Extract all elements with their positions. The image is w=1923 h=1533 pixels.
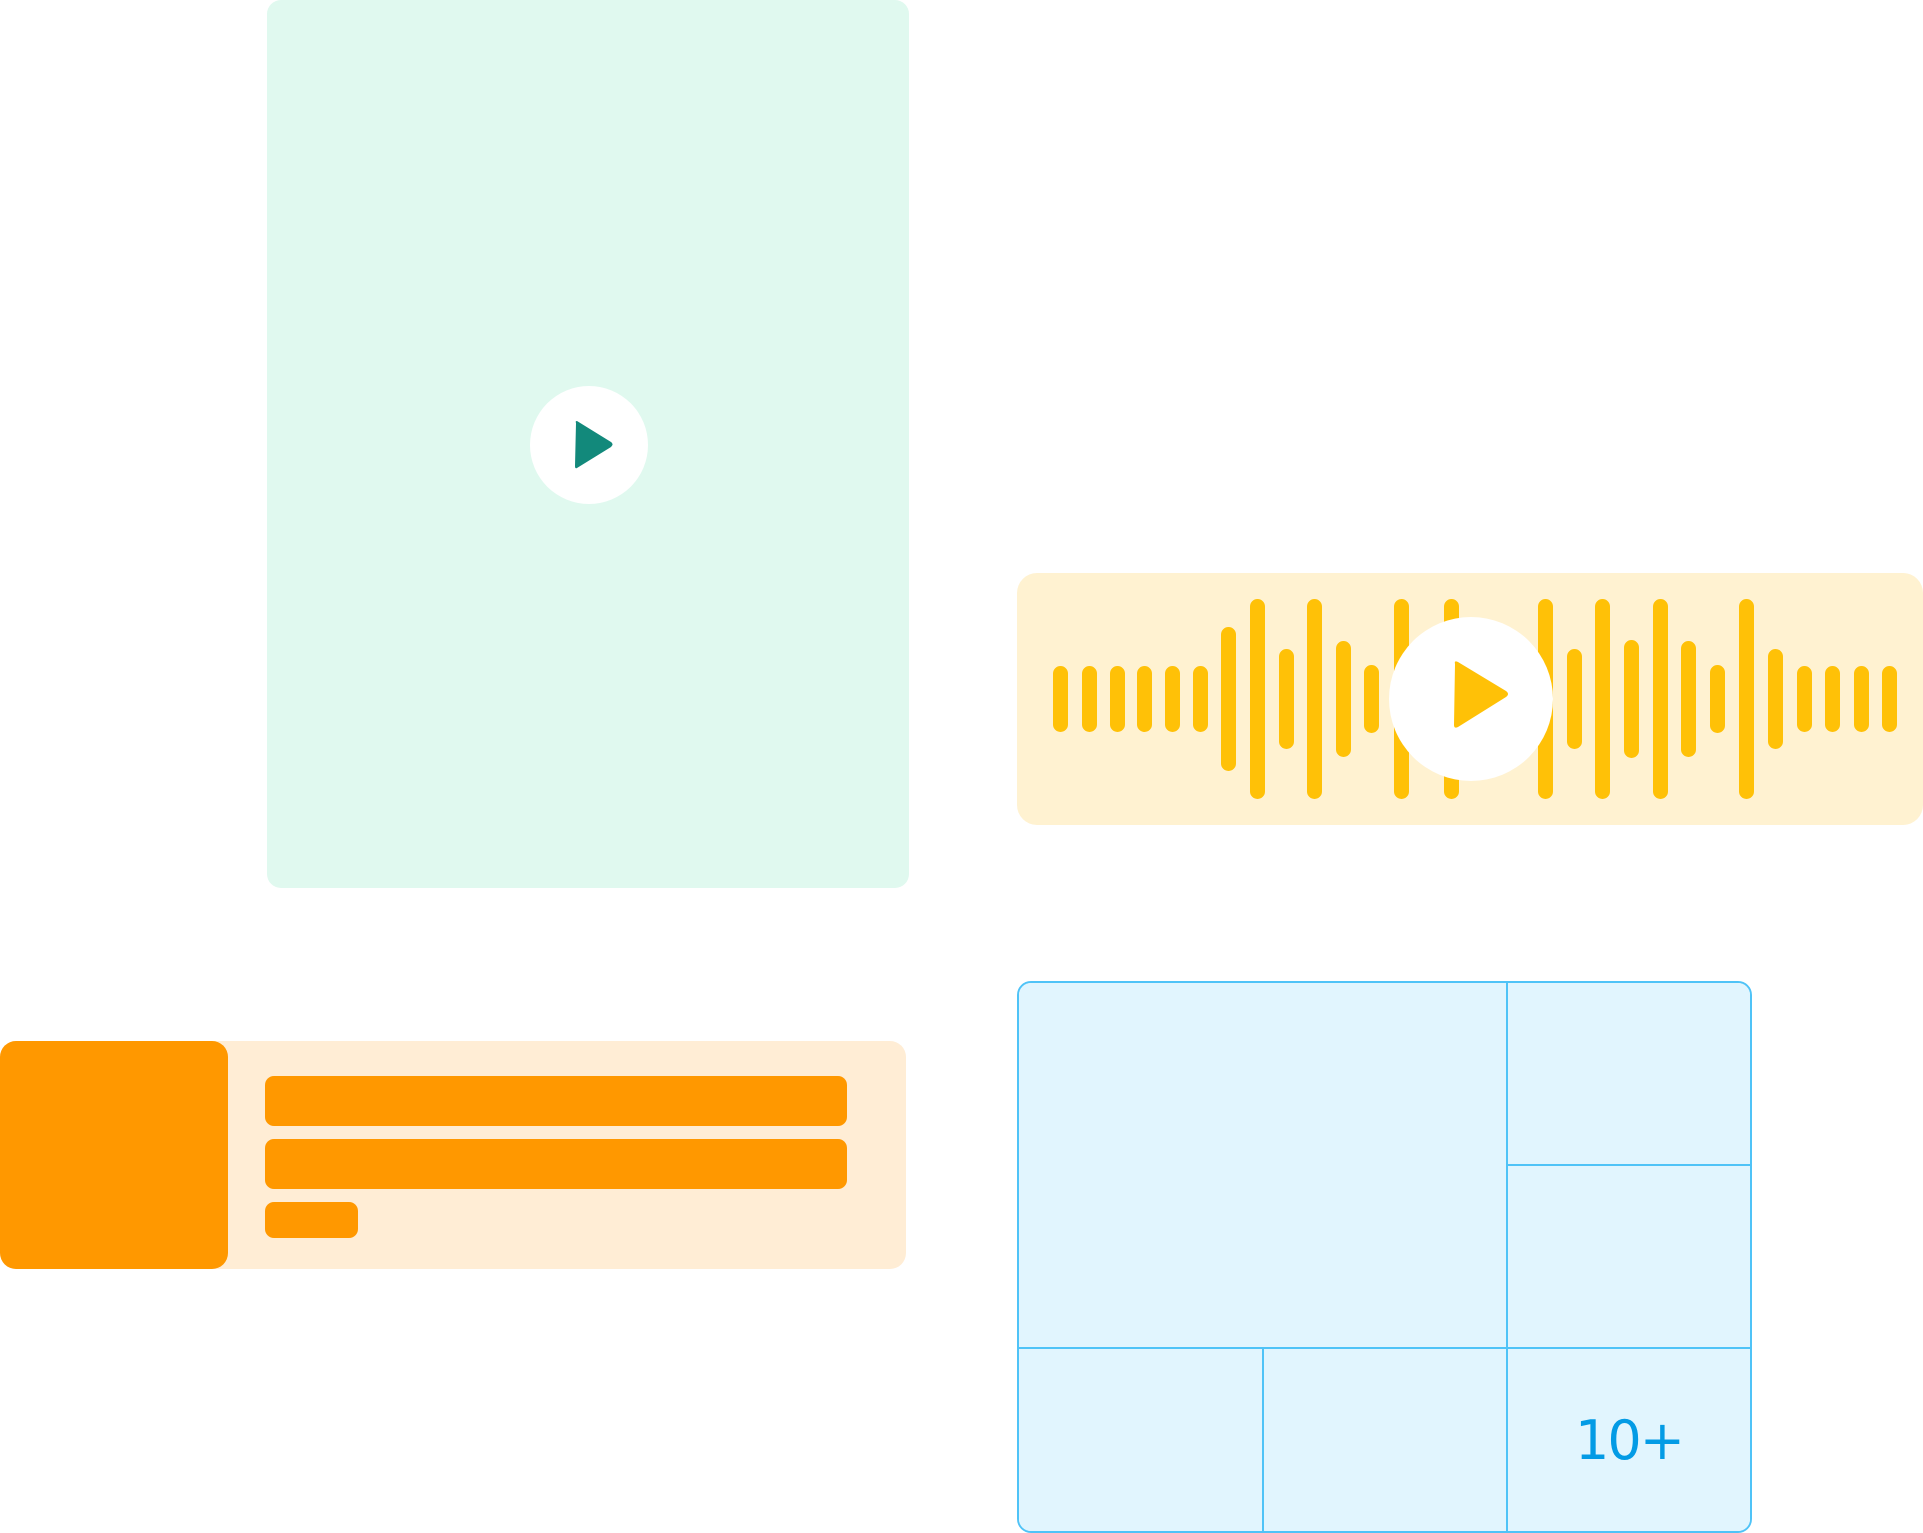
waveform-bar bbox=[1567, 649, 1582, 749]
list-item-meta-line bbox=[265, 1202, 358, 1238]
waveform-bar bbox=[1825, 666, 1840, 732]
waveform-bar bbox=[1137, 666, 1152, 732]
video-play-button[interactable] bbox=[530, 386, 648, 504]
waveform-bar bbox=[1595, 599, 1610, 799]
waveform-bar bbox=[1739, 599, 1754, 799]
waveform-bar bbox=[1193, 666, 1208, 732]
list-item-thumbnail bbox=[0, 1041, 228, 1269]
audio-card[interactable] bbox=[1017, 573, 1923, 825]
list-item-subtitle-line bbox=[265, 1139, 847, 1189]
waveform-bar bbox=[1624, 640, 1639, 758]
audio-play-button[interactable] bbox=[1389, 617, 1553, 781]
gallery-cell[interactable] bbox=[1019, 1349, 1264, 1531]
waveform-bar bbox=[1653, 599, 1668, 799]
waveform-bar bbox=[1053, 666, 1068, 732]
waveform-bar bbox=[1710, 665, 1725, 733]
waveform-bar bbox=[1250, 599, 1265, 799]
video-card[interactable] bbox=[267, 0, 909, 888]
image-gallery-grid: 10+ bbox=[1017, 981, 1752, 1533]
gallery-cell[interactable] bbox=[1264, 1349, 1508, 1531]
gallery-cell[interactable] bbox=[1508, 983, 1750, 1166]
gallery-cell-more[interactable]: 10+ bbox=[1508, 1349, 1750, 1531]
waveform-bar bbox=[1882, 666, 1897, 732]
more-images-count: 10+ bbox=[1575, 1408, 1685, 1472]
waveform-bar bbox=[1681, 641, 1696, 757]
waveform-bar bbox=[1768, 649, 1783, 749]
waveform-bar bbox=[1797, 666, 1812, 732]
play-icon bbox=[575, 421, 613, 469]
list-item-card[interactable] bbox=[0, 1041, 906, 1269]
waveform-bar bbox=[1854, 666, 1869, 732]
waveform-bar bbox=[1307, 599, 1322, 799]
list-item-title-line bbox=[265, 1076, 847, 1126]
waveform-bar bbox=[1364, 665, 1379, 733]
gallery-cell[interactable] bbox=[1508, 1166, 1750, 1349]
waveform-bar bbox=[1336, 641, 1351, 757]
waveform-bar bbox=[1082, 666, 1097, 732]
play-icon bbox=[1454, 661, 1508, 728]
waveform-bar bbox=[1221, 627, 1236, 771]
waveform-bar bbox=[1279, 649, 1294, 749]
gallery-cell-large[interactable] bbox=[1019, 983, 1508, 1349]
waveform-bar bbox=[1110, 666, 1125, 732]
waveform-bar bbox=[1165, 666, 1180, 732]
